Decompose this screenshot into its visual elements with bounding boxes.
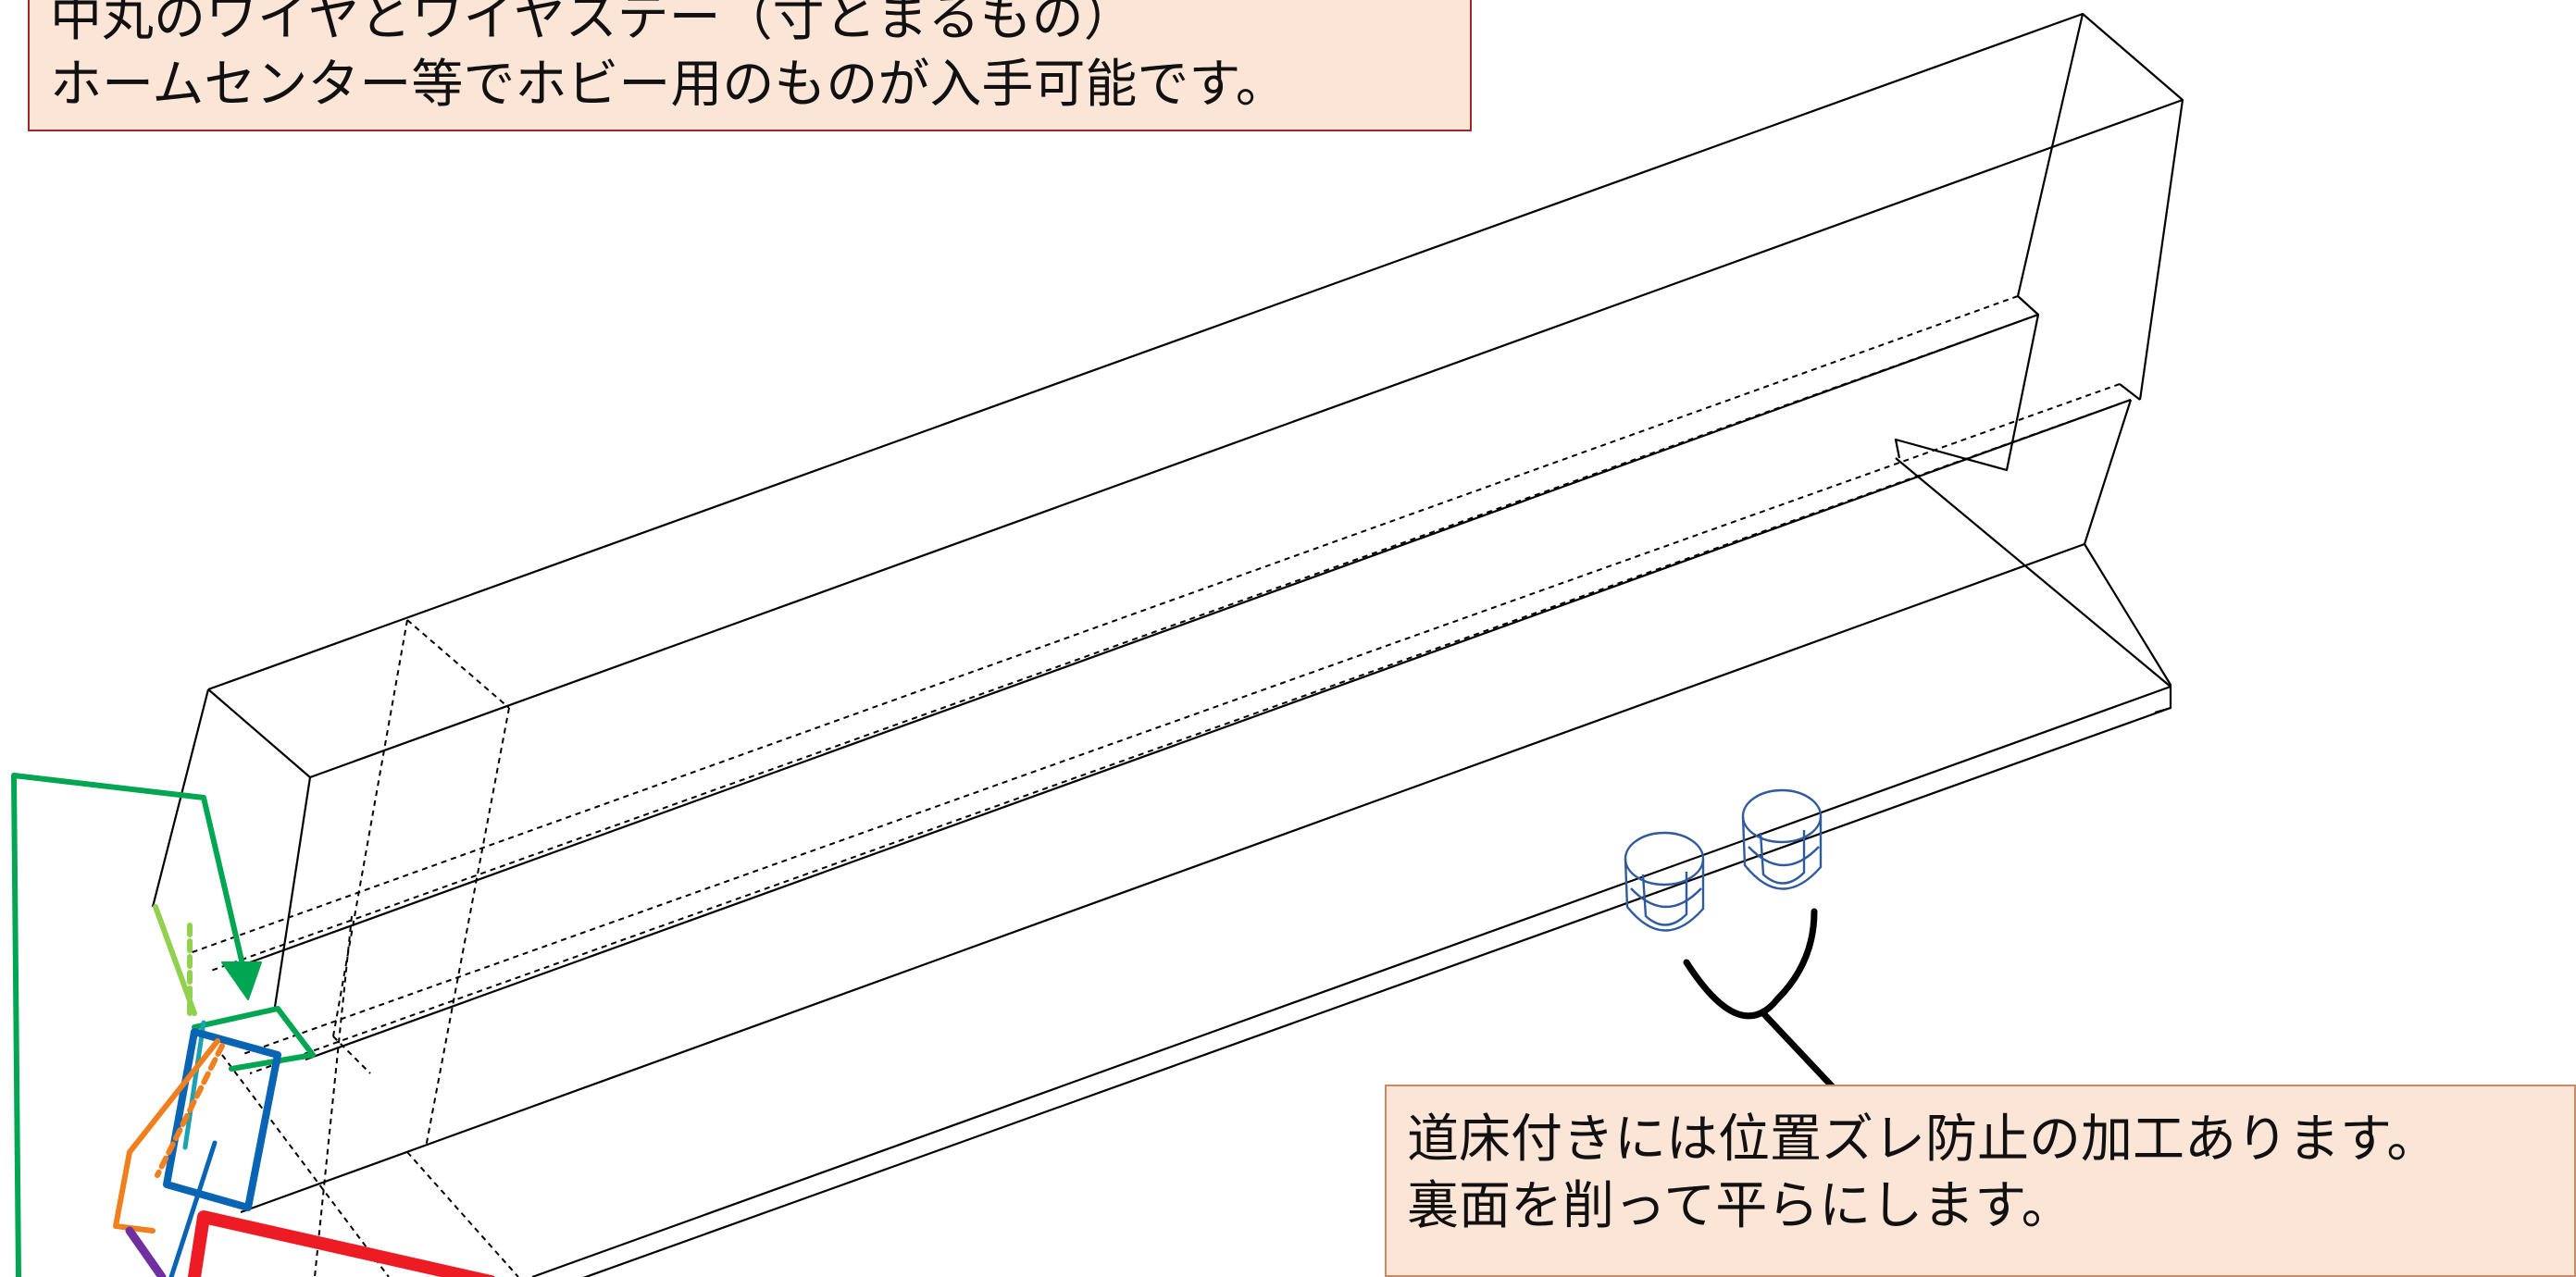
purple-line [125, 1226, 167, 1277]
callout-top: 中丸のワイヤとワイヤステー（寸とまるもの） ホームセンター等でホビー用のものが入… [28, 0, 1472, 131]
callout-bottom-line1: 道床付きには位置ズレ防止の加工あります。 [1407, 1110, 2439, 1170]
block-outline [151, 12, 2184, 1277]
green-outline [192, 1006, 316, 1072]
green-leader [11, 773, 248, 1277]
hidden-edges [189, 295, 2132, 1277]
bracket-leader [1683, 908, 1841, 1096]
green-arrow-head [221, 961, 262, 1000]
teal-line [182, 1020, 206, 1150]
rail-fitting-left [1624, 831, 1705, 932]
callout-bottom-line2: 裏面を削って平らにします。 [1407, 1176, 2073, 1236]
color-annotations [11, 773, 495, 1277]
callout-top-line2: ホームセンター等でホビー用のものが入手可能です。 [50, 55, 1288, 115]
callout-top-line1: 中丸のワイヤとワイヤステー（寸とまるもの） [50, 0, 1136, 48]
red-outline [188, 1210, 495, 1277]
blue-leader [168, 1140, 218, 1277]
callout-bottom: 道床付きには位置ズレ防止の加工あります。 裏面を削って平らにします。 [1385, 1085, 2576, 1277]
rail-fitting-right [1741, 788, 1823, 890]
orange-dashed [155, 1043, 225, 1178]
orange-outline [113, 1038, 220, 1234]
